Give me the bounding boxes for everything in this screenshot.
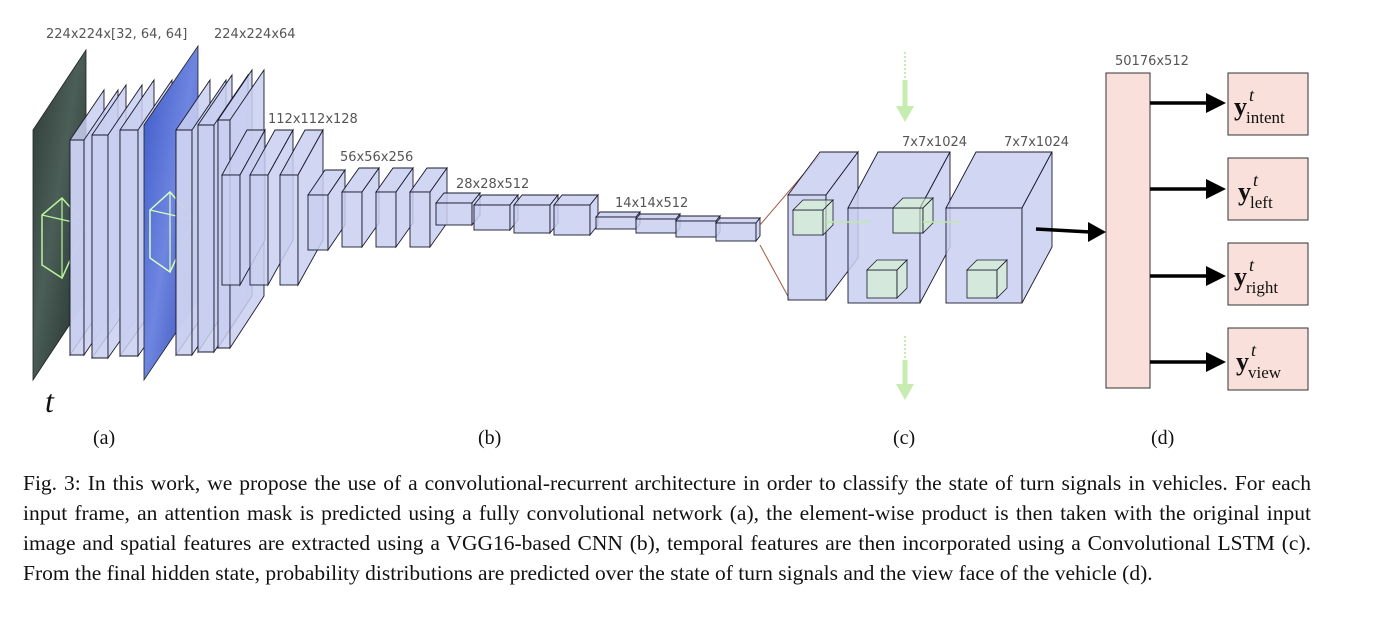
figure-caption: Fig. 3: In this work, we propose the use… [23, 471, 1311, 585]
sublabel-c: (c) [893, 427, 915, 449]
dim-label: 56x56x256 [340, 150, 413, 165]
output-left [1150, 157, 1309, 221]
vgg-block-56 [307, 166, 448, 252]
sublabel-d: (d) [1151, 427, 1174, 449]
output-view [1150, 327, 1309, 391]
sublabel-a: (a) [93, 427, 115, 449]
recurrent-arrow-out [896, 336, 914, 400]
vgg-block-28 [435, 191, 599, 237]
dim-label: 50176x512 [1115, 54, 1189, 69]
dim-label: 7x7x1024 [902, 135, 967, 150]
arrow-to-fc [1035, 222, 1106, 242]
convlstm-cells [759, 150, 1053, 304]
dim-label: 224x224x64 [214, 27, 296, 42]
dim-label: 224x224x[32, 64, 64] [46, 27, 187, 42]
dim-label: 112x112x128 [268, 112, 358, 127]
sublabel-b: (b) [478, 427, 501, 449]
output-intent [1150, 72, 1309, 136]
recurrent-arrow-in [896, 52, 914, 122]
fc-layer [1105, 72, 1151, 389]
dim-label: 14x14x512 [615, 196, 688, 211]
dim-label: 28x28x512 [456, 177, 529, 192]
vgg-block-14 [595, 210, 761, 243]
dim-label: 7x7x1024 [1004, 135, 1069, 150]
output-right [1150, 242, 1309, 306]
time-label: t [45, 383, 55, 419]
